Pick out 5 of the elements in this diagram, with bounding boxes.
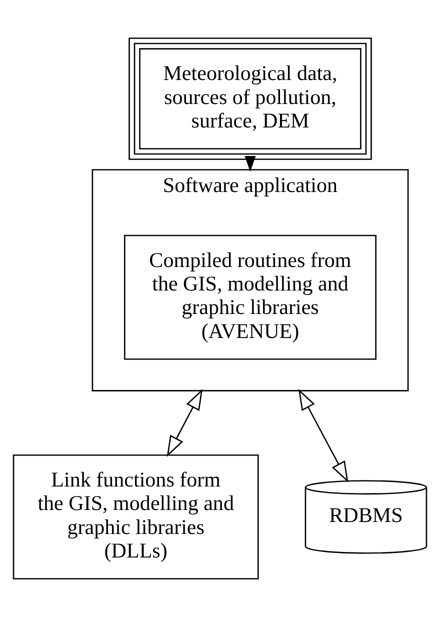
arrow <box>244 156 256 172</box>
node-box: Compiled routines from the GIS, modelling and graphic libraries (AVENUE) <box>124 234 376 360</box>
arrow <box>298 388 348 482</box>
node-box: Link functions form the GIS, modelling and graphic libraries (DLLs) <box>12 454 259 580</box>
arrow <box>166 388 203 457</box>
